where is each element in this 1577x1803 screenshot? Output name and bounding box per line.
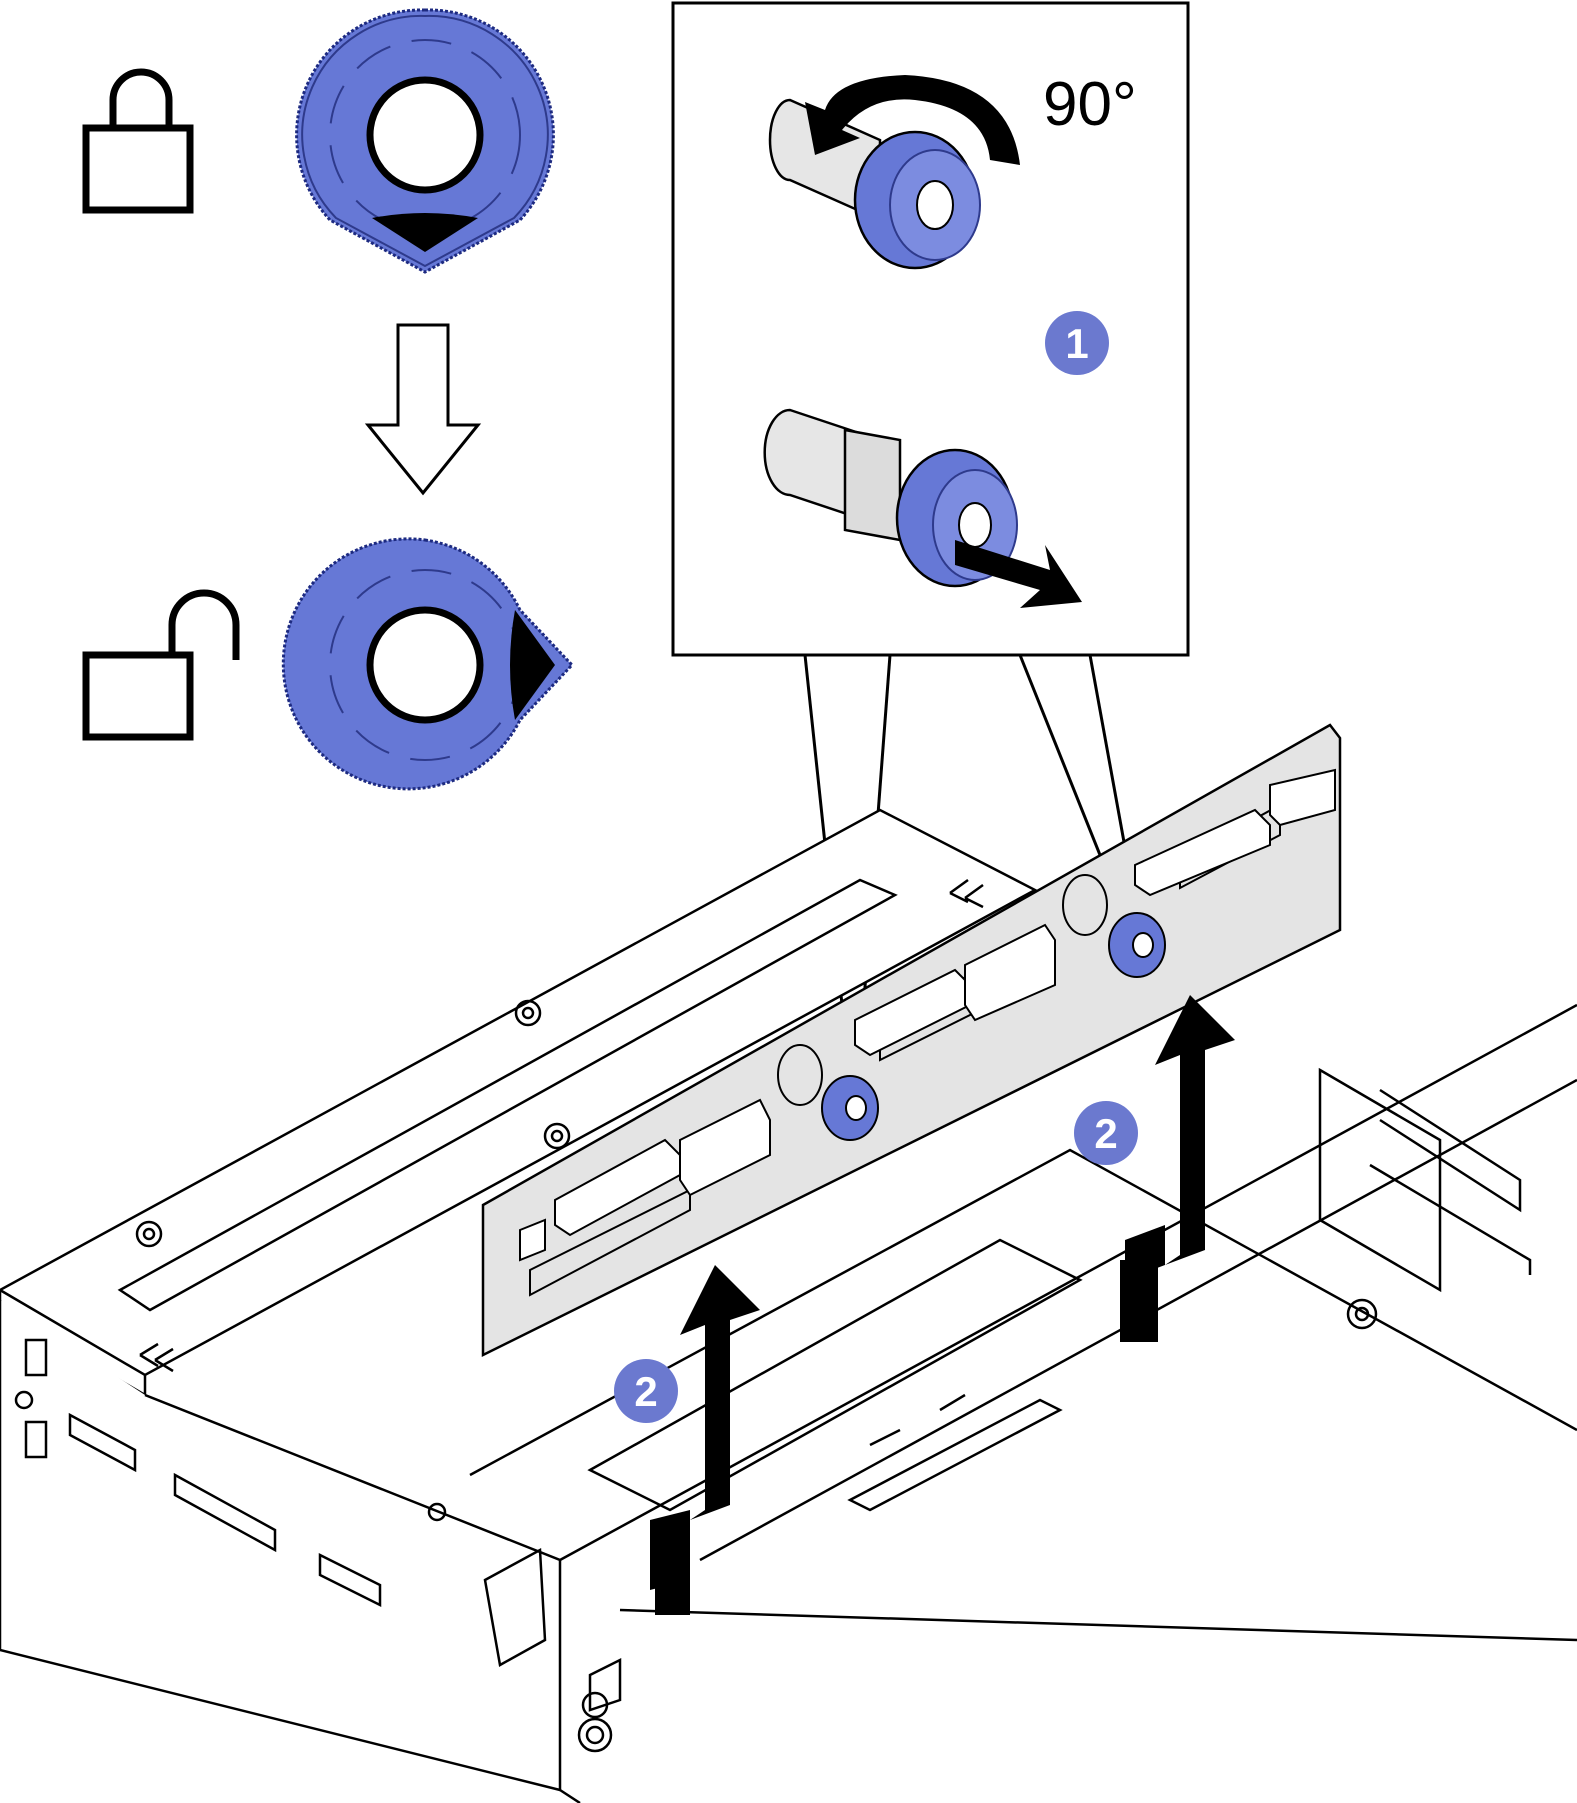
arrow-down-icon [364,323,482,496]
knob-locked-icon [295,8,555,274]
connector-mid-right [964,923,1056,1022]
legend-locked [82,8,555,274]
board-plunger-left [821,1075,879,1141]
step-1-badge: 1 [1045,311,1109,375]
svg-text:2: 2 [1094,1110,1117,1157]
connector-small [519,1218,546,1262]
lock-open-icon [82,589,240,741]
step-2-badge-left: 2 [614,1359,678,1423]
plunger-pulling [763,408,1082,608]
arrow-up-icon [1155,995,1235,1265]
arrow-up-icon [680,1265,760,1520]
rotate-arrow-icon [805,75,1020,165]
rotation-label: 90° [1043,70,1137,139]
callout-box: 90° 1 [671,1,1190,1081]
lock-closed-icon [82,68,194,214]
plunger-rotating [768,75,1020,270]
svg-text:2: 2 [634,1368,657,1415]
legend-unlocked [82,537,575,791]
lift-right: 2 [1074,995,1235,1342]
connector-mid-left [679,1098,771,1197]
connector-corner [1269,768,1336,827]
knob-unlocked-icon [281,537,575,791]
board-plunger-right [1108,912,1166,978]
step-2-badge-right: 2 [1074,1101,1138,1165]
server-chassis [0,808,1577,1803]
legend-transition [364,323,482,496]
connector-right [1134,808,1271,897]
lift-left: 2 [614,1265,760,1615]
pull-arrow-icon [955,540,1082,608]
backplane-board [481,723,1342,1358]
svg-text:1: 1 [1065,320,1088,367]
